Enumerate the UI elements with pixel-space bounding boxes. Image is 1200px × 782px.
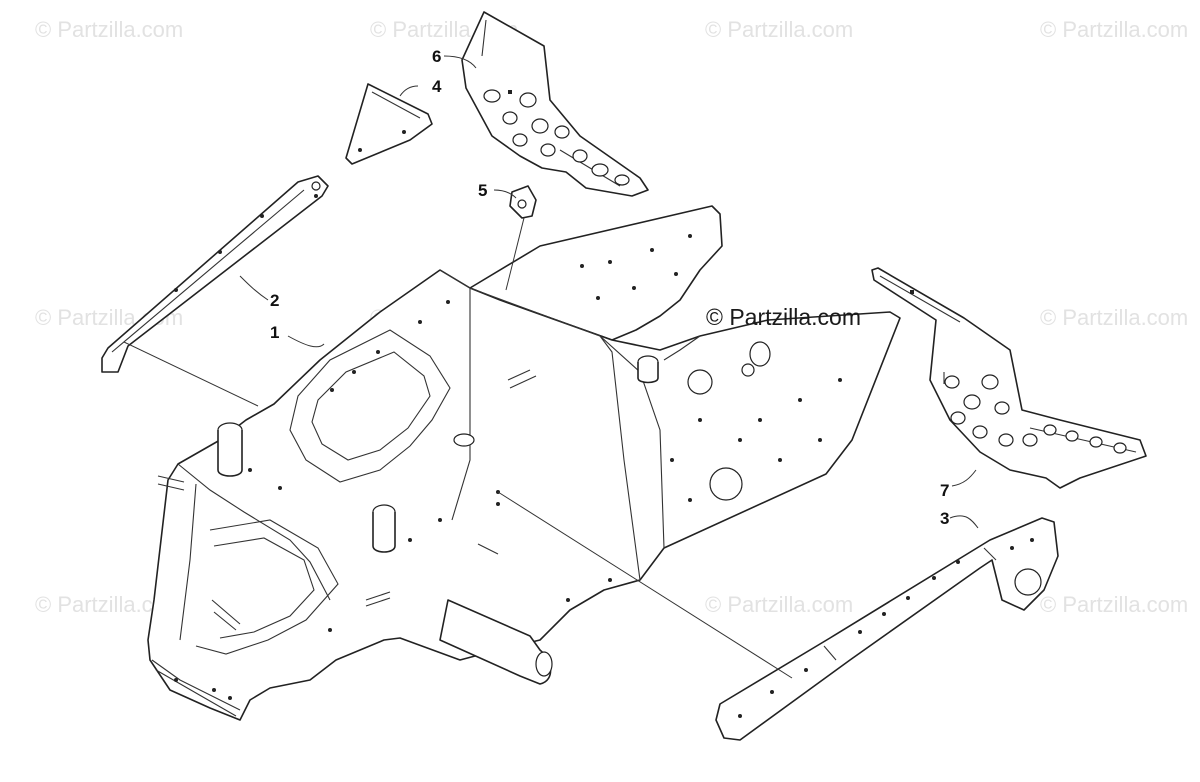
callout-3: 3 bbox=[940, 509, 949, 528]
part-6-footrest-upper bbox=[461, 11, 649, 197]
callout-2: 2 bbox=[270, 291, 279, 310]
center-watermark: © Partzilla.com bbox=[706, 304, 861, 330]
watermark-text: © Partzilla.com bbox=[35, 17, 183, 42]
watermark-text: © Partzilla.com bbox=[1040, 17, 1188, 42]
part-1-chassis bbox=[147, 205, 901, 721]
callout-5: 5 bbox=[478, 181, 487, 200]
callout-labels: 2 1 7 3 4 6 5 bbox=[270, 47, 949, 528]
part-7-footrest-lower bbox=[871, 267, 1147, 489]
part-5-clip bbox=[509, 185, 537, 219]
part-3-side-rail bbox=[715, 517, 1059, 741]
watermark-text: © Partzilla.com bbox=[1040, 592, 1188, 617]
part-4-bracket bbox=[345, 83, 433, 165]
callout-1: 1 bbox=[270, 323, 279, 342]
watermark-text: © Partzilla.com bbox=[705, 592, 853, 617]
callout-7: 7 bbox=[940, 481, 949, 500]
callout-6: 6 bbox=[432, 47, 441, 66]
watermark-text: © Partzilla.com bbox=[1040, 305, 1188, 330]
watermark-text: © Partzilla.com bbox=[705, 17, 853, 42]
leader-lines bbox=[123, 55, 979, 679]
callout-4: 4 bbox=[432, 77, 442, 96]
part-2-rail bbox=[101, 175, 329, 373]
